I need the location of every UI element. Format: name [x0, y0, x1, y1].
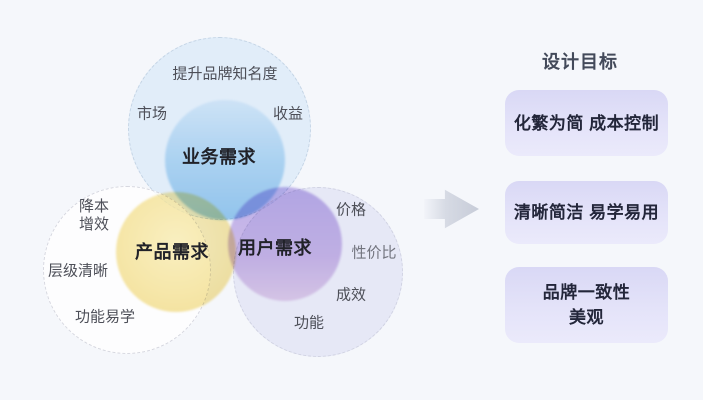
label-function: 功能 [293, 314, 325, 332]
label-cost-reduction-line2: 增效 [78, 216, 110, 233]
product-circle-title: 产品需求 [135, 242, 209, 262]
label-cost-reduction: 降本 增效 [79, 198, 109, 234]
right-arrow-icon [424, 189, 479, 229]
user-circle [228, 187, 342, 301]
label-market: 市场 [136, 105, 168, 123]
goal-card-3-line1: 品牌一致性 [542, 283, 631, 302]
goal-card-2-text: 清晰简洁 易学易用 [513, 203, 660, 222]
label-revenue: 收益 [272, 105, 304, 123]
label-effectiveness: 成效 [335, 286, 367, 304]
label-clear-hierarchy: 层级清晰 [47, 262, 109, 280]
goal-card-clear-easy: 清晰简洁 易学易用 [505, 181, 668, 244]
product-circle [116, 192, 236, 312]
goals-heading: 设计目标 [542, 52, 618, 72]
label-easy-to-learn-functions: 功能易学 [74, 308, 136, 326]
goal-card-3-line2: 美观 [569, 308, 604, 327]
goal-card-brand-aesthetics: 品牌一致性 美观 [505, 267, 668, 343]
label-price: 价格 [335, 201, 367, 219]
goal-card-1-text: 化繁为简 成本控制 [513, 113, 660, 133]
user-circle-title: 用户需求 [238, 238, 312, 258]
label-brand-awareness: 提升品牌知名度 [172, 65, 278, 83]
goal-card-simplify-cost: 化繁为简 成本控制 [505, 90, 668, 156]
business-circle-title: 业务需求 [182, 147, 256, 167]
label-value-for-money: 性价比 [351, 244, 397, 262]
label-cost-reduction-line1: 降本 [78, 198, 110, 215]
